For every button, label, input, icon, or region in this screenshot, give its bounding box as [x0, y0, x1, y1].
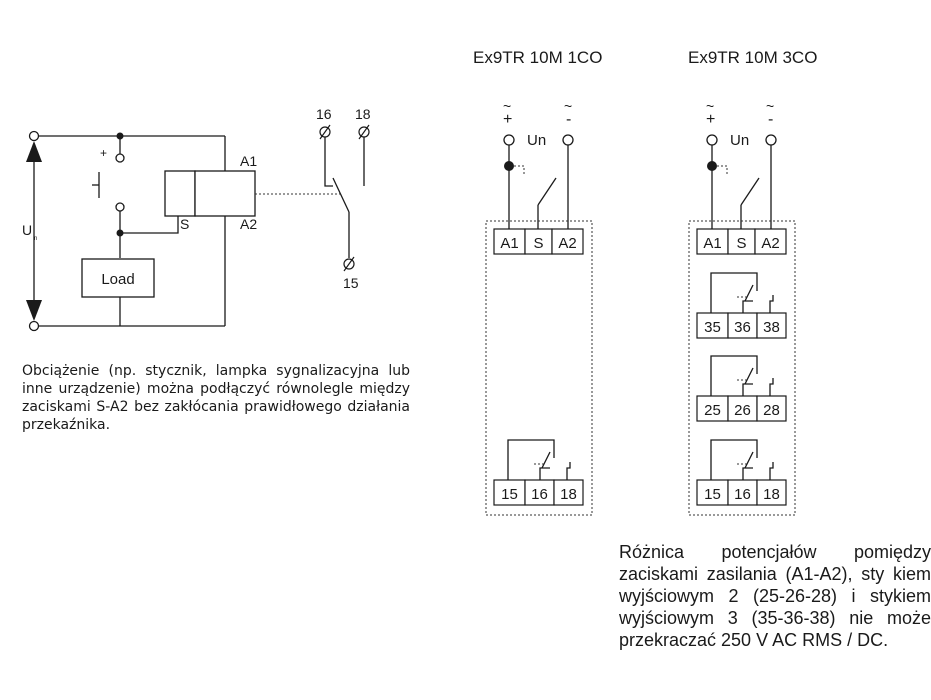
- module-3co-tilde-plus: ~: [706, 98, 714, 114]
- module-1co-label-15: 15: [501, 486, 518, 503]
- potential-difference-note: Różnica potencjałów pomiędzy zaciskami z…: [619, 542, 931, 650]
- module-3co-terminal-35: [696, 312, 729, 339]
- terminal-15-icon: [343, 256, 355, 272]
- module-3co-terminal-28: [756, 395, 787, 422]
- module-3co-label-a2: A2: [761, 235, 779, 252]
- module-3co-label-36: 36: [734, 319, 751, 336]
- module-1co-label-18: 18: [560, 486, 577, 503]
- module-3co-switch: [740, 177, 760, 206]
- module-3co-terminal-a2: [754, 228, 787, 255]
- module-1co-junction: [504, 161, 514, 171]
- module-3co-label-38: 38: [763, 319, 780, 336]
- module-1co-label-s: S: [533, 235, 543, 252]
- contact-label-15: 15: [343, 275, 359, 291]
- module-1co-terminal-15: [493, 479, 526, 506]
- module-3co-label-s: S: [736, 235, 746, 252]
- module-1co-switch: [537, 177, 557, 206]
- button-terminal-bottom: [115, 202, 125, 212]
- load-box: [81, 258, 155, 298]
- module-3co-label-16: 16: [734, 486, 751, 503]
- relay-coil: [194, 170, 256, 217]
- module-1co-label-16: 16: [531, 486, 548, 503]
- module-3co-label-18: 18: [763, 486, 780, 503]
- module-3co-terminal-16: [727, 479, 758, 506]
- module-3co-contact-symbol-3: [710, 272, 774, 314]
- load-connection-note: Obciążenie (np. stycznik, lampka sygnali…: [22, 363, 410, 433]
- module-1co: Ex9TR 10M 1CO ~ + ~ - Un A1 S A2 15 16 1…: [473, 48, 602, 516]
- s-wire: [120, 216, 179, 234]
- module-1co-plus: +: [503, 111, 512, 128]
- module-3co: Ex9TR 10M 3CO ~ + ~ - Un A1 S A2 35 36 3…: [688, 48, 817, 516]
- module-1co-tilde-plus: ~: [503, 98, 511, 114]
- coil-label-a1: A1: [240, 153, 257, 169]
- application-circuit: U n + A1 A2 S Load 16 18: [22, 106, 371, 332]
- supply-terminal-bottom: [28, 320, 40, 332]
- module-1co-un: Un: [527, 132, 546, 149]
- module-3co-terminal-25: [696, 395, 729, 422]
- nc-contact-wire: [324, 137, 333, 187]
- switch-blade: [332, 177, 350, 213]
- voltage-arrow-down-icon: [26, 300, 42, 321]
- relay-coil-small: [164, 170, 196, 217]
- load-label: Load: [101, 271, 134, 288]
- module-3co-label-35: 35: [704, 319, 721, 336]
- module-3co-label-25: 25: [704, 402, 721, 419]
- module-3co-junction: [707, 161, 717, 171]
- module-1co-contact-symbol: [507, 439, 571, 481]
- module-1co-minus: -: [566, 111, 571, 128]
- voltage-arrow-up-icon: [26, 141, 42, 162]
- module-3co-un: Un: [730, 132, 749, 149]
- module-1co-title: Ex9TR 10M 1CO: [473, 48, 602, 67]
- terminal-18-icon: [358, 124, 370, 140]
- module-1co-dotted-link: [514, 165, 525, 175]
- module-1co-housing: [485, 220, 593, 516]
- module-3co-title: Ex9TR 10M 3CO: [688, 48, 817, 67]
- module-3co-label-15: 15: [704, 486, 721, 503]
- module-3co-label-a1: A1: [703, 235, 721, 252]
- module-1co-terminal-a1: [493, 228, 526, 255]
- terminal-16-icon: [319, 124, 331, 140]
- button-terminal-top: [115, 153, 125, 163]
- module-1co-terminal-16: [524, 479, 555, 506]
- contact-label-16: 16: [316, 106, 332, 122]
- module-3co-minus: -: [768, 111, 773, 128]
- module-3co-dotted-link: [717, 165, 728, 175]
- module-1co-minus-terminal: [562, 134, 574, 146]
- coil-label-a2: A2: [240, 216, 257, 232]
- module-3co-plus-terminal: [706, 134, 718, 146]
- module-3co-terminal-38: [756, 312, 787, 339]
- module-3co-terminal-18: [756, 479, 787, 506]
- contact-label-18: 18: [355, 106, 371, 122]
- module-3co-label-26: 26: [734, 402, 751, 419]
- coil-label-s: S: [180, 216, 189, 232]
- module-3co-minus-terminal: [765, 134, 777, 146]
- button-plus-sign: +: [100, 146, 107, 160]
- module-3co-tilde-minus: ~: [766, 98, 774, 114]
- module-3co-label-28: 28: [763, 402, 780, 419]
- supply-voltage-subscript: n: [34, 236, 37, 242]
- module-1co-terminal-18: [553, 479, 584, 506]
- module-3co-plus: +: [706, 111, 715, 128]
- module-1co-label-a2: A2: [558, 235, 576, 252]
- module-3co-housing: [688, 220, 796, 516]
- module-1co-terminal-a2: [551, 228, 584, 255]
- module-1co-tilde-minus: ~: [564, 98, 572, 114]
- module-3co-contact-symbol-2: [710, 355, 774, 397]
- module-1co-label-a1: A1: [500, 235, 518, 252]
- supply-voltage-label: U: [22, 222, 32, 238]
- supply-terminal-top: [28, 130, 40, 142]
- module-3co-contact-symbol-1: [710, 439, 774, 481]
- module-1co-plus-terminal: [503, 134, 515, 146]
